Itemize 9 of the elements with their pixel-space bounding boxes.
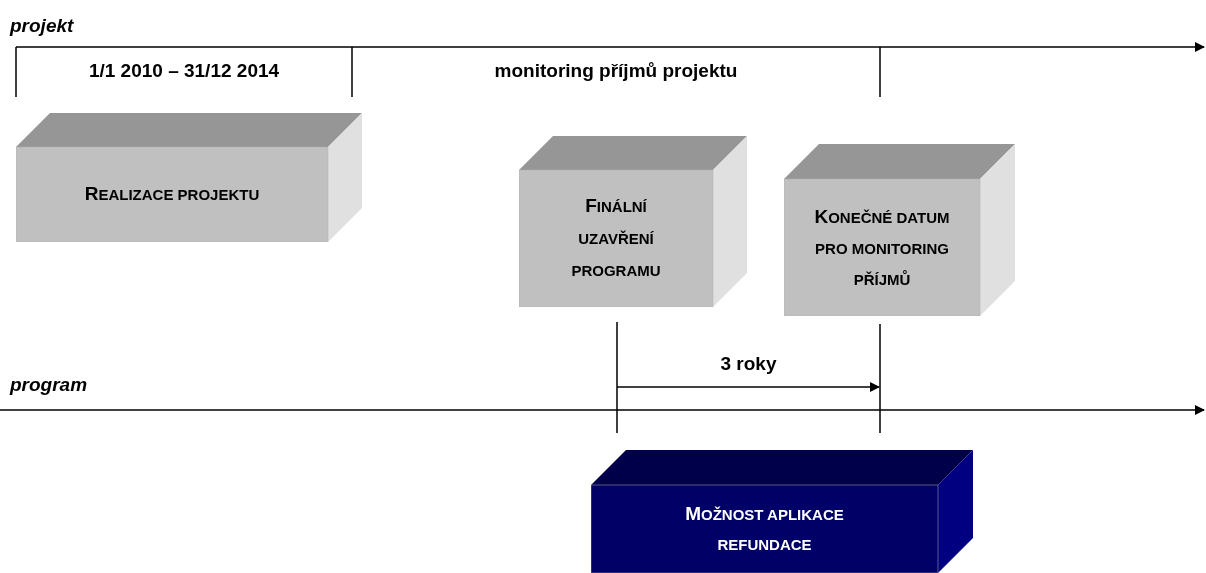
box-label: FINÁLNÍ UZAVŘENÍ PROGRAMU <box>570 194 662 281</box>
box-label: REALIZACE PROJEKTU <box>83 182 261 206</box>
period-label: monitoring příjmů projektu <box>493 59 739 83</box>
box-label: KONEČNÉ DATUM PRO MONITORING PŘÍJMŮ <box>813 204 951 290</box>
timeline-label: program <box>10 373 88 397</box>
duration-label: 3 roky <box>719 352 778 376</box>
box-label: MOŽNOST APLIKACE REFUNDACE <box>684 501 845 555</box>
date-range-label: 1/1 2010 – 31/12 2014 <box>87 59 281 83</box>
timeline-label: projekt <box>10 14 74 38</box>
